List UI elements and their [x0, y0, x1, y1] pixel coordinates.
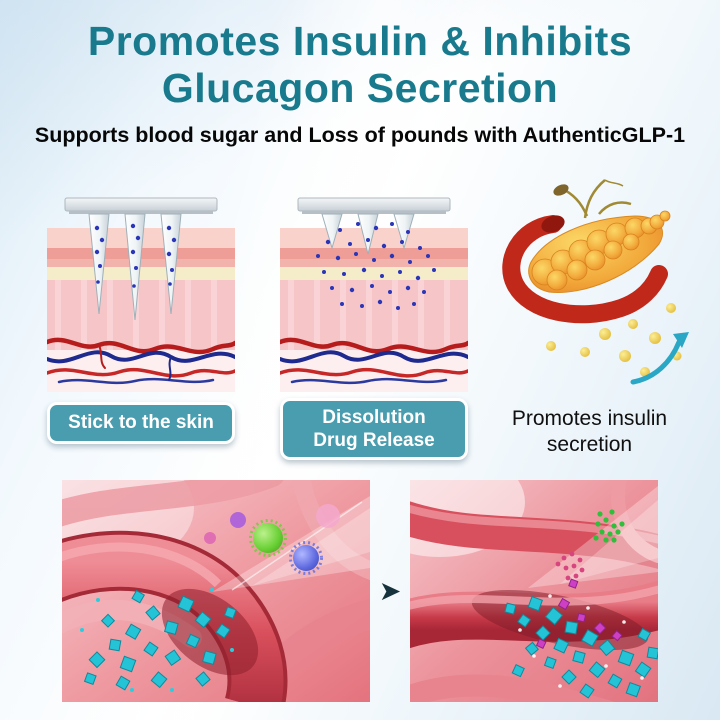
drug-spheres — [204, 504, 340, 575]
drug-cubes — [83, 589, 237, 691]
pancreas-caption: Promotes insulin secretion — [487, 406, 692, 458]
page-title: Promotes Insulin & Inhibits Glucagon Sec… — [0, 18, 720, 112]
main-vessel — [62, 530, 288, 702]
header: Promotes Insulin & Inhibits Glucagon Sec… — [0, 18, 720, 148]
badge-line-1: Dissolution — [322, 407, 426, 428]
patch-base — [64, 197, 218, 214]
vessel-before-illustration — [62, 480, 370, 702]
vessel-after-illustration — [410, 480, 658, 702]
panel-microneedle-patch: Stick to the skin — [47, 194, 235, 444]
released-drug-dots — [316, 222, 436, 310]
blood-vessels — [47, 337, 235, 385]
drug-dots — [94, 223, 177, 288]
blood-vessel-comparison: ➤ — [62, 480, 658, 702]
badge-line-2: Drug Release — [313, 430, 435, 451]
stick-to-skin-badge: Stick to the skin — [47, 402, 235, 444]
dissolution-skin-illustration — [280, 197, 468, 392]
magenta-particle-cluster — [555, 551, 585, 581]
white-sparkles — [518, 594, 644, 688]
title-line-2: Glucagon Secretion — [161, 65, 559, 111]
pancreas-illustration — [502, 179, 689, 385]
needle-cone — [528, 486, 658, 588]
caption-line-1: Promotes insulin — [511, 407, 668, 430]
bile-ducts — [560, 179, 632, 219]
caption-line-2: secretion — [546, 433, 633, 456]
duodenum-red — [502, 215, 668, 324]
insulin-dots — [546, 303, 682, 377]
microneedle-skin-illustration — [47, 197, 235, 392]
green-particle-cluster — [593, 509, 625, 543]
duct-nodule — [553, 184, 569, 196]
patch-base — [297, 197, 451, 214]
subtitle: Supports blood sugar and Loss of pounds … — [34, 123, 686, 147]
tiny-particles — [80, 588, 234, 692]
blood-vessels — [280, 337, 468, 385]
arrow-right-icon: ➤ — [378, 575, 402, 607]
title-line-1: Promotes Insulin & Inhibits — [87, 18, 633, 64]
skin-layers — [280, 228, 468, 392]
magenta-cubes — [535, 578, 623, 649]
teal-arrow-icon — [630, 332, 689, 385]
dissolution-badge: Dissolution Drug Release — [280, 398, 468, 460]
panel-dissolution: Dissolution Drug Release — [280, 194, 468, 460]
pancreas-body — [528, 210, 671, 294]
drug-cubes — [504, 595, 658, 699]
panel-pancreas: Promotes insulin secretion — [487, 176, 692, 458]
